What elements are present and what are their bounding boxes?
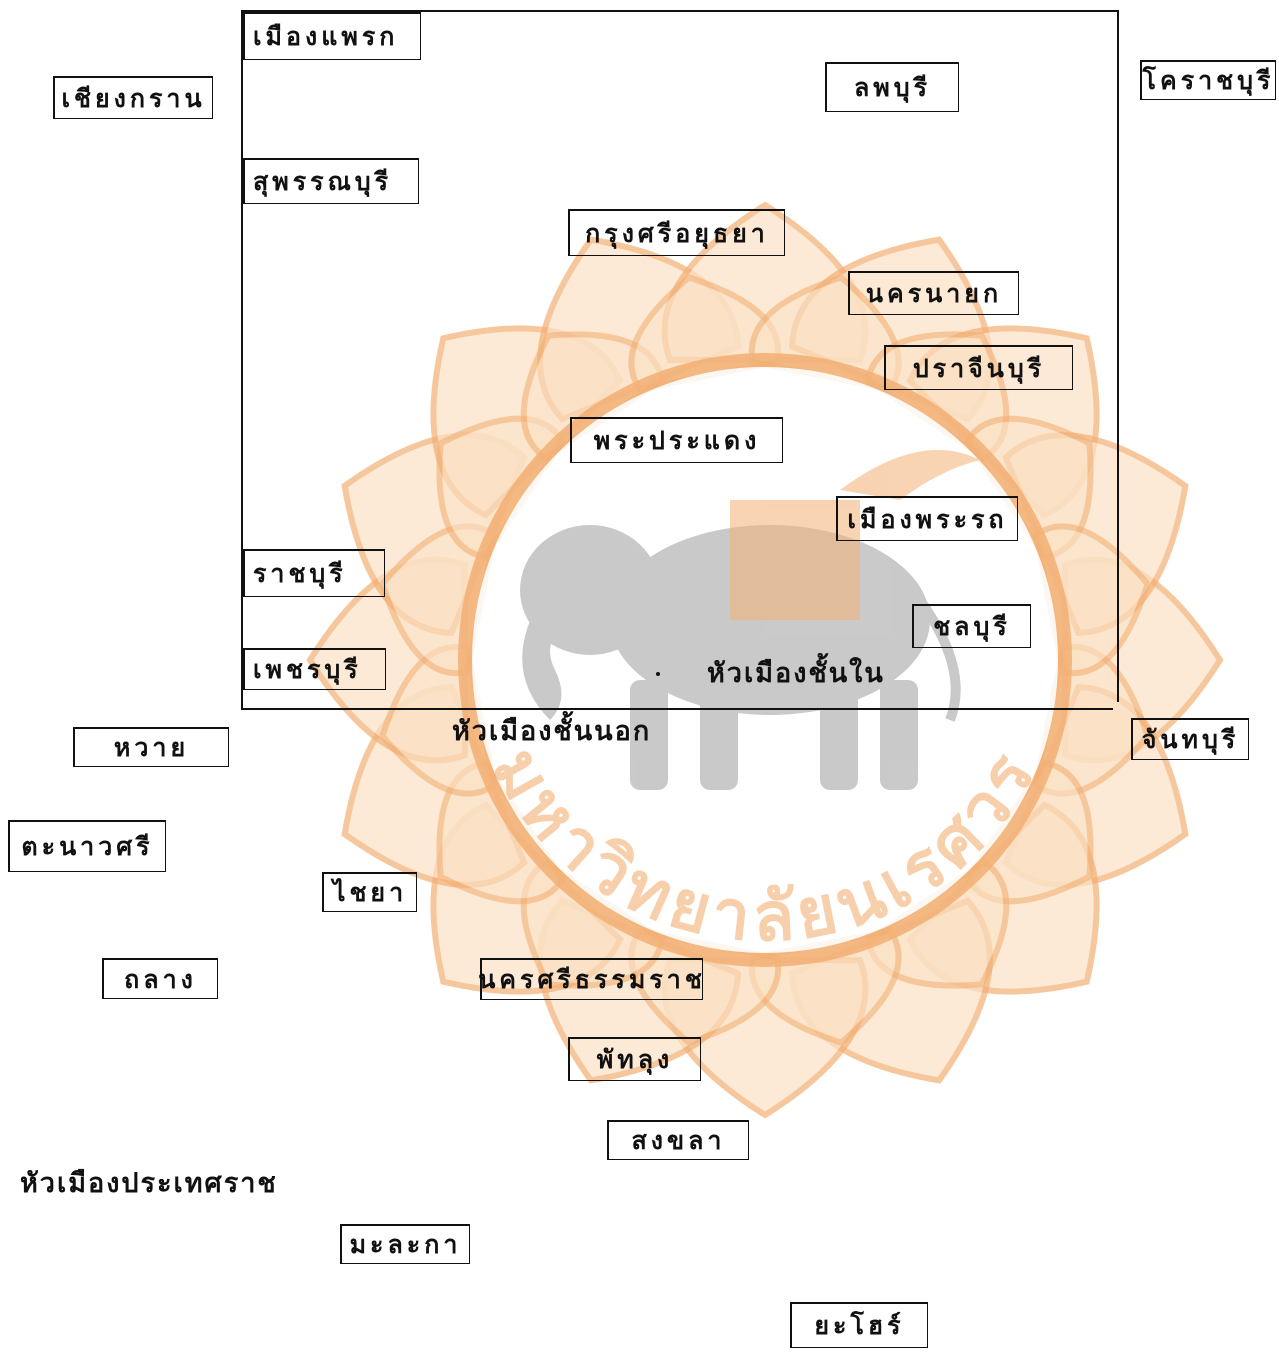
outer-region-frame — [241, 10, 1113, 710]
town-box: นครศรีธรรมราช — [478, 958, 703, 1000]
seal-petal — [788, 897, 993, 1084]
inner-region-frame — [241, 10, 1119, 702]
town-box: กรุงศรีอยุธยา — [568, 209, 785, 256]
town-box: ลพบุรี — [825, 62, 959, 112]
tributary-region-label: หัวเมืองประเทศราช — [20, 1168, 278, 1199]
town-box: เมืองพระรถ — [836, 496, 1018, 541]
town-box: พระประแดง — [570, 417, 783, 463]
town-box: ตะนาวศรี — [8, 820, 166, 872]
inner-region-bullet — [656, 672, 660, 676]
town-box: ชลบุรี — [912, 604, 1031, 648]
town-box: เมืองแพรก — [243, 12, 421, 60]
outer-region-label: หัวเมืองชั้นนอก — [452, 716, 652, 747]
town-box: สุพรรณบุรี — [243, 158, 419, 204]
town-box: ปราจีนบุรี — [884, 345, 1073, 390]
town-box: มะละกา — [340, 1224, 470, 1264]
town-box: ไชยา — [322, 872, 417, 912]
seal-petal — [748, 927, 902, 1046]
town-box: สงขลา — [607, 1120, 749, 1160]
town-box: ราชบุรี — [243, 549, 385, 597]
seal-petal — [963, 759, 1094, 905]
seal-petal — [1002, 683, 1189, 888]
town-box: เพชรบุรี — [243, 648, 386, 690]
town-box: โคราชบุรี — [1140, 60, 1276, 100]
town-box: จันทบุรี — [1131, 718, 1249, 760]
town-box: ถลาง — [102, 958, 218, 999]
seal-petal — [436, 759, 567, 905]
seal-petal — [906, 801, 1100, 995]
inner-region-label: หัวเมืองชั้นใน — [707, 658, 885, 689]
town-box: ยะโฮร์ — [790, 1302, 928, 1348]
seal-petal — [864, 858, 1010, 989]
town-box: นครนายก — [848, 271, 1019, 315]
seal-text: มหาวิทยาลัยนเรศวร — [476, 735, 1053, 958]
town-box: เชียงกราน — [53, 76, 213, 119]
town-box: พัทลุง — [568, 1037, 701, 1081]
town-box: หวาย — [73, 727, 229, 767]
